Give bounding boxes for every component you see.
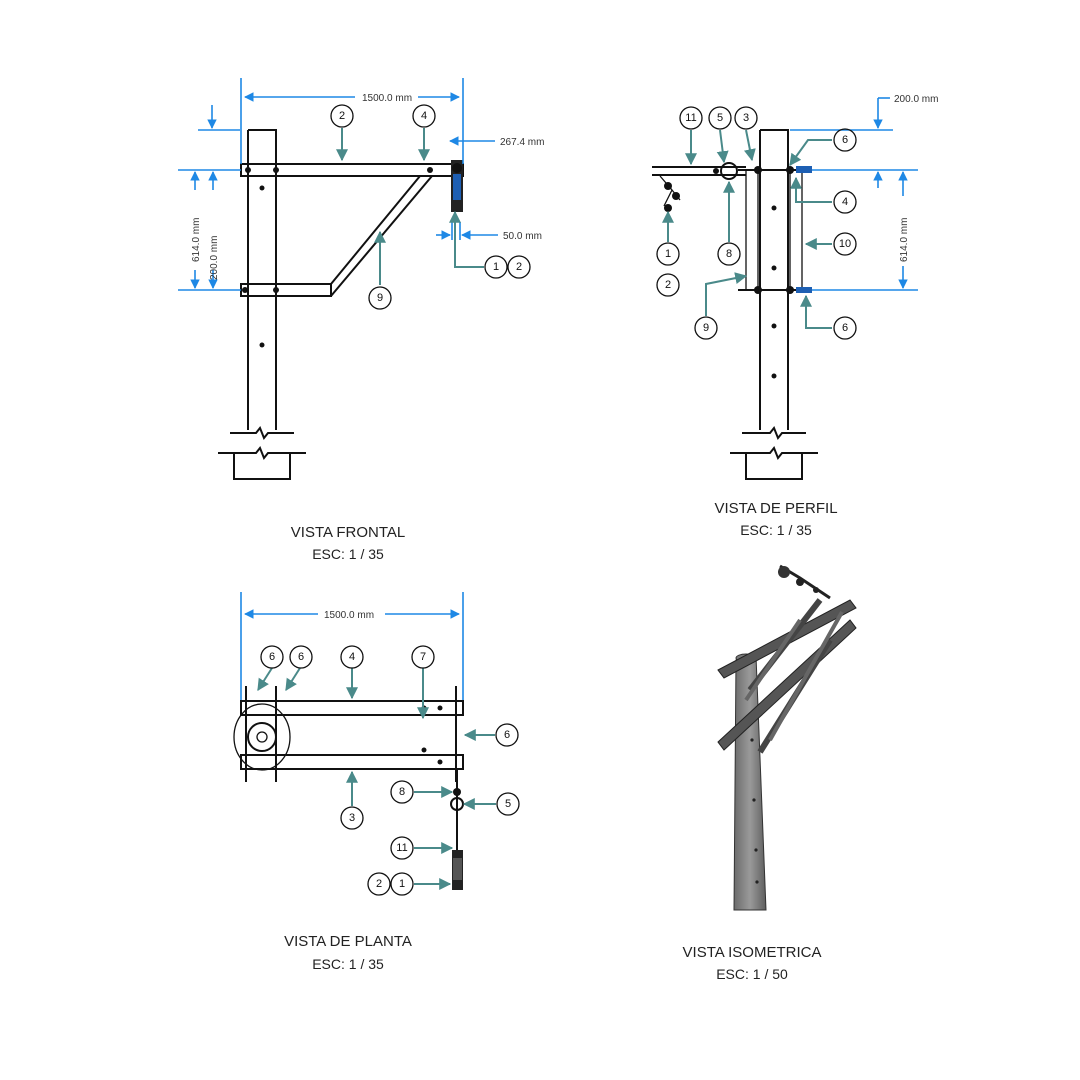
iso-scale: ESC: 1 / 50 — [716, 966, 788, 982]
profile-callout-9[interactable]: 9 — [694, 316, 718, 340]
profile-title: VISTA DE PERFIL — [714, 500, 837, 517]
svg-text:3: 3 — [743, 112, 749, 124]
svg-text:4: 4 — [842, 196, 848, 208]
svg-text:3: 3 — [349, 812, 355, 824]
profile-insulator-arm — [652, 162, 746, 212]
frontal-callout-2[interactable]: 2 — [330, 104, 354, 128]
profile-callout-8[interactable]: 8 — [717, 242, 741, 266]
plan-callout-7[interactable]: 7 — [411, 645, 435, 669]
profile-callout-4[interactable]: 4 — [833, 190, 857, 214]
profile-height-label: 614.0 mm — [899, 218, 910, 262]
svg-text:6: 6 — [842, 134, 848, 146]
svg-text:11: 11 — [396, 842, 407, 854]
profile-callout-11[interactable]: 11 — [679, 106, 703, 130]
profile-dim-top: 200.0 mm — [790, 94, 938, 131]
svg-text:2: 2 — [376, 878, 382, 890]
plan-callout-3[interactable]: 3 — [340, 806, 364, 830]
plan-callout-4[interactable]: 4 — [340, 645, 364, 669]
svg-text:9: 9 — [377, 292, 383, 304]
profile-callout-6-bottom[interactable]: 6 — [833, 316, 857, 340]
svg-text:1: 1 — [493, 261, 499, 273]
svg-text:2: 2 — [516, 261, 522, 273]
plan-crossarms — [240, 686, 464, 782]
frontal-callout-2b[interactable]: 2 — [507, 255, 531, 279]
svg-text:8: 8 — [399, 786, 405, 798]
iso-crossarms — [717, 598, 857, 754]
plan-callout-6a[interactable]: 6 — [260, 645, 284, 669]
frontal-dim-height: 614.0 mm 200.0 mm — [178, 105, 241, 291]
iso-title: VISTA ISOMETRICA — [683, 944, 822, 961]
plan-callout-1[interactable]: 1 — [390, 872, 414, 896]
frontal-dim-offset: 267.4 mm — [449, 136, 544, 148]
svg-text:5: 5 — [505, 798, 511, 810]
frontal-spacing-label: 200.0 mm — [209, 236, 220, 280]
profile-callout-2[interactable]: 2 — [656, 273, 680, 297]
plan-callout-6c[interactable]: 6 — [495, 723, 519, 747]
frontal-insulator-label: 50.0 mm — [503, 231, 542, 242]
profile-callout-3[interactable]: 3 — [734, 106, 758, 130]
svg-text:2: 2 — [339, 110, 345, 122]
plan-scale: ESC: 1 / 35 — [312, 956, 384, 972]
iso-insulator — [778, 564, 831, 600]
svg-text:1: 1 — [399, 878, 405, 890]
frontal-callout-9[interactable]: 9 — [368, 286, 392, 310]
profile-view: 200.0 mm 614.0 mm 11 5 3 6 4 10 6 8 1 2 … — [652, 94, 938, 538]
frontal-scale: ESC: 1 / 35 — [312, 546, 384, 562]
plan-width-label: 1500.0 mm — [324, 610, 374, 621]
frontal-pole — [218, 129, 306, 480]
profile-scale: ESC: 1 / 35 — [740, 522, 812, 538]
plan-title: VISTA DE PLANTA — [284, 933, 412, 950]
svg-text:11: 11 — [685, 112, 696, 124]
profile-callout-1[interactable]: 1 — [656, 242, 680, 266]
frontal-height-label: 614.0 mm — [191, 218, 202, 262]
profile-pole — [730, 129, 818, 480]
svg-text:6: 6 — [504, 729, 510, 741]
svg-text:1: 1 — [665, 248, 671, 260]
frontal-insulator — [451, 160, 463, 212]
frontal-callout-4[interactable]: 4 — [412, 104, 436, 128]
frontal-dim-insulator: 50.0 mm — [436, 222, 542, 242]
plan-callout-6b[interactable]: 6 — [289, 645, 313, 669]
svg-text:4: 4 — [349, 651, 355, 663]
svg-text:6: 6 — [298, 651, 304, 663]
profile-callout-10[interactable]: 10 — [833, 232, 857, 256]
frontal-offset-label: 267.4 mm — [500, 137, 544, 148]
frontal-crossarm-bottom — [240, 283, 332, 297]
plan-pole-section — [233, 703, 291, 771]
plan-view: 1500.0 mm — [233, 592, 520, 972]
svg-text:10: 10 — [839, 238, 851, 250]
profile-dim-height: 614.0 mm — [812, 169, 918, 291]
svg-text:5: 5 — [717, 112, 723, 124]
svg-text:8: 8 — [726, 248, 732, 260]
svg-text:6: 6 — [269, 651, 275, 663]
profile-brackets — [738, 166, 812, 294]
svg-text:9: 9 — [703, 322, 709, 334]
frontal-view: 1500.0 mm 267.4 mm 50.0 mm 614.0 mm 200.… — [178, 78, 544, 562]
frontal-title: VISTA FRONTAL — [291, 524, 405, 541]
plan-callout-8[interactable]: 8 — [390, 780, 414, 804]
frontal-brace — [330, 175, 433, 297]
plan-insulator-string — [450, 769, 464, 890]
frontal-width-label: 1500.0 mm — [362, 93, 412, 104]
svg-text:4: 4 — [421, 110, 427, 122]
plan-callout-11[interactable]: 11 — [390, 836, 414, 860]
svg-text:7: 7 — [420, 651, 426, 663]
plan-callout-2[interactable]: 2 — [367, 872, 391, 896]
frontal-dim-width: 1500.0 mm — [240, 78, 464, 164]
profile-top-label: 200.0 mm — [894, 94, 938, 105]
frontal-callout-1[interactable]: 1 — [484, 255, 508, 279]
profile-callout-6-top[interactable]: 6 — [833, 128, 857, 152]
plan-dim-width: 1500.0 mm — [240, 592, 464, 700]
profile-callout-5[interactable]: 5 — [708, 106, 732, 130]
isometric-view: VISTA ISOMETRICA ESC: 1 / 50 — [683, 564, 857, 982]
frontal-crossarm-top — [240, 163, 464, 177]
plan-callout-5[interactable]: 5 — [496, 792, 520, 816]
svg-text:2: 2 — [665, 279, 671, 291]
svg-text:6: 6 — [842, 322, 848, 334]
